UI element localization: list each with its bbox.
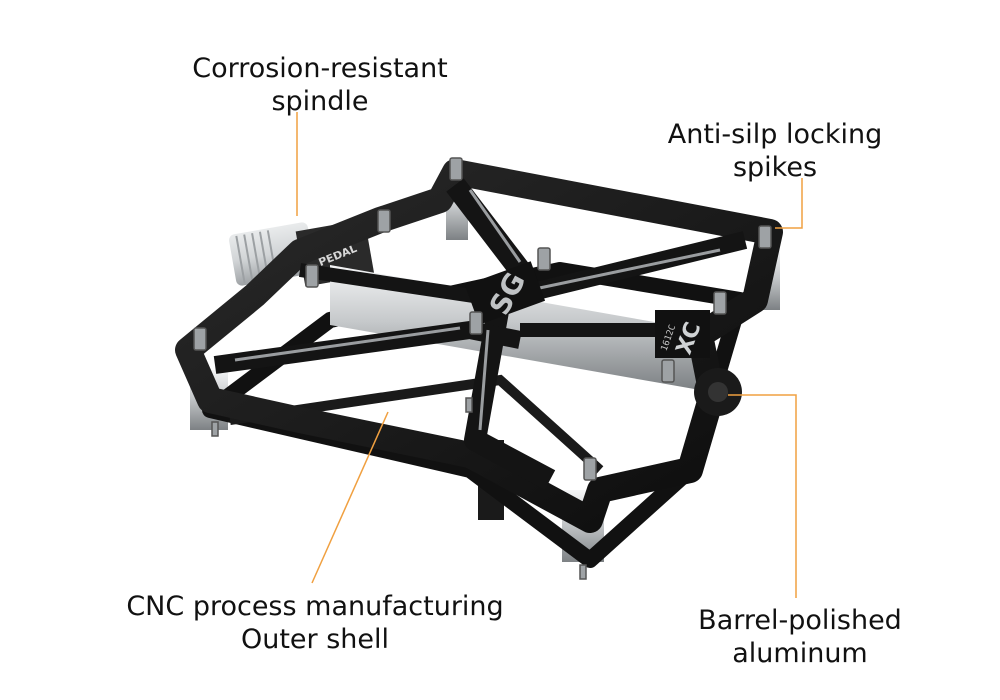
barrel-leader — [728, 394, 797, 598]
barrel-label: Barrel-polished aluminum — [650, 604, 950, 670]
barrel-body — [330, 265, 700, 390]
locking-spikes — [193, 157, 772, 580]
leader-lines — [296, 112, 803, 598]
spikes-label-line2: spikes — [732, 152, 818, 183]
shell-leader — [311, 411, 389, 584]
center-logo: SG — [464, 261, 546, 325]
spindle-label-line2: spindle — [271, 86, 369, 117]
barrel-label-line1: Barrel-polished — [698, 605, 902, 636]
spikes-label: Anti-silp locking spikes — [640, 118, 910, 184]
shell-label-line2: Outer shell — [240, 624, 390, 655]
side-logo: XC 1612C — [655, 310, 742, 416]
spindle-label: Corrosion-resistant spindle — [170, 52, 470, 118]
barrel-label-line2: aluminum — [732, 638, 868, 669]
spindle-label-line1: Corrosion-resistant — [192, 53, 448, 84]
shell-label: CNC process manufacturing Outer shell — [120, 590, 510, 656]
shell-label-line1: CNC process manufacturing — [126, 591, 504, 622]
spikes-leader — [775, 178, 803, 229]
spikes-label-line1: Anti-silp locking — [667, 119, 883, 150]
